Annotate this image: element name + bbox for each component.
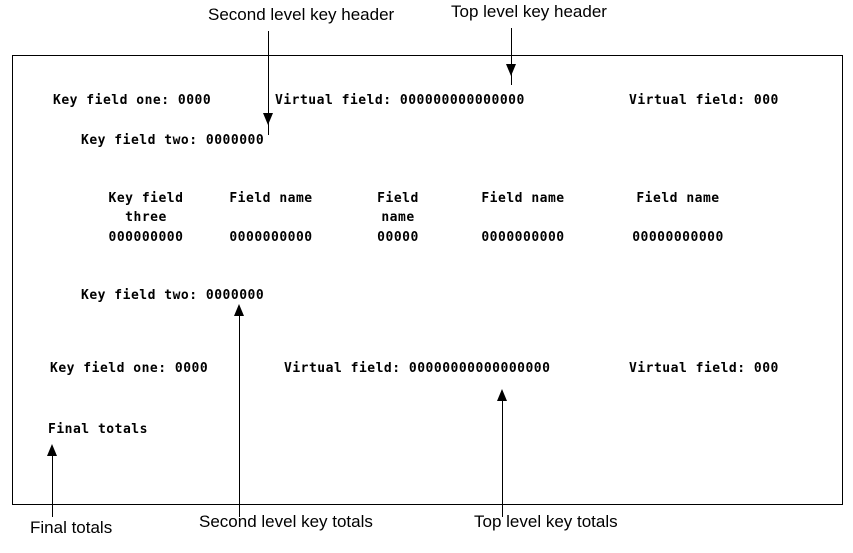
final-totals-label: Final totals [48, 422, 148, 437]
annotation-second-level-key-totals-label: Second level key totals [199, 512, 373, 531]
column-header-1-line2: three [125, 210, 167, 225]
second-level-key-field-two: Key field two: 0000000 [81, 133, 265, 148]
leader-line-final-totals [52, 447, 53, 517]
annotation-second-level-key-header-label: Second level key header [208, 5, 395, 24]
arrow-head-top-level-key-totals [497, 389, 507, 401]
detail-cell-4: 0000000000 [481, 230, 565, 245]
annotation-top-level-key-totals-label: Top level key totals [474, 512, 618, 531]
leader-line-second-level-key-totals [239, 316, 240, 517]
annotation-final-totals-label: Final totals [30, 518, 113, 537]
top-level-virtual-field-right: Virtual field: 000 [629, 93, 779, 108]
leader-line-top-level-key-header [511, 28, 512, 85]
leader-line-second-level-key-header [268, 31, 269, 135]
detail-cell-5: 00000000000 [632, 230, 724, 245]
arrow-head-second-level-key-header [263, 113, 273, 125]
second-level-totals-key-field-two: Key field two: 0000000 [81, 288, 265, 303]
arrow-head-second-level-key-totals [234, 304, 244, 316]
top-level-totals-key-field-one: Key field one: 0000 [50, 361, 209, 376]
column-header-3-line2: name [381, 210, 415, 225]
detail-cell-1: 000000000 [108, 230, 184, 245]
detail-cell-2: 0000000000 [229, 230, 313, 245]
top-level-totals-virtual-field-center: Virtual field: 00000000000000000 [284, 361, 551, 376]
top-level-virtual-field-center: Virtual field: 000000000000000 [275, 93, 525, 108]
column-header-2-line1: Field name [229, 191, 313, 206]
column-header-3-line1: Field [377, 191, 419, 206]
annotation-top-level-key-header-label: Top level key header [451, 2, 607, 21]
leader-line-top-level-key-totals [502, 401, 503, 517]
arrow-head-final-totals [47, 444, 57, 456]
report-page-box: Key field one: 0000 Virtual field: 00000… [12, 55, 843, 505]
detail-cell-3: 00000 [377, 230, 419, 245]
arrow-head-top-level-key-header [506, 64, 516, 76]
top-level-totals-virtual-field-right: Virtual field: 000 [629, 361, 779, 376]
top-level-key-field-one: Key field one: 0000 [53, 93, 212, 108]
column-header-1-line1: Key field [108, 191, 184, 206]
column-header-4-line1: Field name [481, 191, 565, 206]
column-header-5-line1: Field name [636, 191, 720, 206]
